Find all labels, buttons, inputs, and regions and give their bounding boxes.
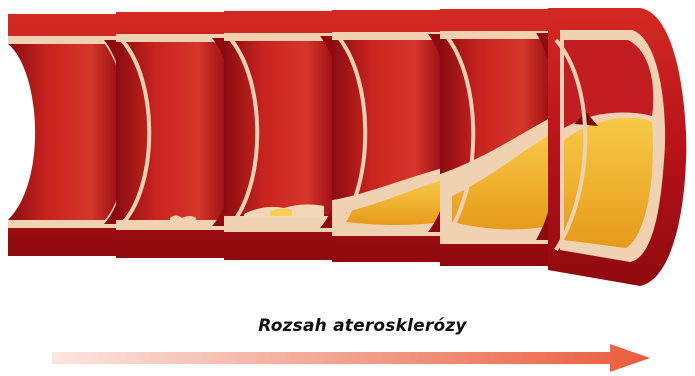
progression-arrow xyxy=(0,340,695,376)
artery-illustration xyxy=(0,0,695,300)
artery-segment-stage-4 xyxy=(332,10,454,262)
artery-segment-stage-5 xyxy=(440,9,559,266)
artery-segment-stage-3 xyxy=(224,11,346,260)
artery-segment-stage-1 xyxy=(8,14,130,256)
caption: Rozsah aterosklerózy xyxy=(0,316,695,336)
artery-segment-stage-2 xyxy=(116,12,238,258)
artery-segment-stage-6 xyxy=(548,8,686,286)
